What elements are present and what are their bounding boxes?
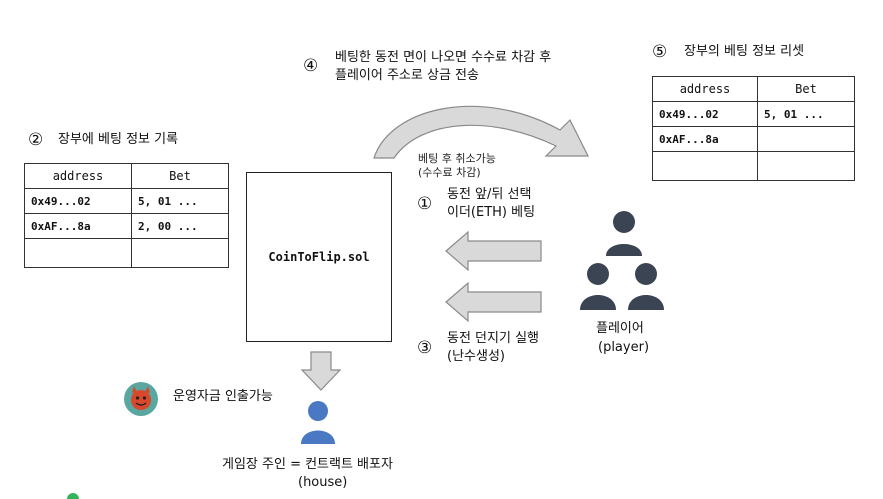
cancel-note-line1: 베팅 후 취소가능	[418, 152, 496, 165]
ledger-right-cell	[652, 151, 758, 181]
step5-number: ⑤	[652, 42, 668, 62]
table-row: 0x49...02 5, 01 ...	[24, 188, 229, 214]
step2-text: 장부에 베팅 정보 기록	[58, 132, 179, 147]
house-note: 운영자금 인출가능	[173, 389, 273, 404]
ledger-left-cell: 2, 00 ...	[131, 213, 229, 239]
ledger-left-cell: 0x49...02	[24, 188, 132, 214]
step4-line1: 베팅한 동전 면이 나오면 수수료 차감 후	[335, 50, 552, 65]
ledger-right-header-bet: Bet	[757, 76, 855, 102]
step3-line1: 동전 던지기 실행	[447, 331, 539, 346]
table-row: 0x49...02 5, 01 ...	[652, 101, 855, 127]
ledger-right-cell	[757, 151, 855, 181]
ledger-left-cell: 0xAF...8a	[24, 213, 132, 239]
step1-line2: 이더(ETH) 베팅	[447, 205, 536, 220]
table-row	[652, 151, 855, 181]
step1-number: ①	[417, 194, 433, 214]
ledger-left-table: address Bet 0x49...02 5, 01 ... 0xAF...8…	[24, 163, 229, 268]
step2-number: ②	[28, 130, 44, 150]
step3-number: ③	[417, 338, 433, 358]
player-label: 플레이어	[596, 321, 644, 336]
step5-text: 장부의 베팅 정보 리셋	[684, 44, 805, 59]
curved-payout-arrow	[373, 105, 589, 159]
contract-box: CoinToFlip.sol	[246, 172, 392, 342]
table-row	[24, 238, 229, 268]
devil-icon	[124, 382, 158, 416]
house-person-icon	[301, 401, 335, 444]
ledger-right-table: address Bet 0x49...02 5, 01 ... 0xAF...8…	[652, 76, 855, 181]
step3-line2: (난수생성)	[447, 349, 505, 364]
house-label: 게임장 주인 = 컨트랙트 배포자	[222, 457, 393, 472]
ledger-left-header-address: address	[24, 163, 132, 189]
step4-number: ④	[303, 56, 319, 76]
cancel-note-line2: (수수료 차감)	[418, 166, 481, 179]
ledger-left-cell	[131, 238, 229, 268]
withdraw-arrow-down	[300, 351, 342, 391]
ledger-right-cell: 0xAF...8a	[652, 126, 758, 152]
ledger-right-cell: 0x49...02	[652, 101, 758, 127]
table-row: 0xAF...8a	[652, 126, 855, 152]
contract-name: CoinToFlip.sol	[268, 250, 370, 264]
table-row: 0xAF...8a 2, 00 ...	[24, 213, 229, 239]
ledger-left-header-bet: Bet	[131, 163, 229, 189]
ledger-right-cell: 5, 01 ...	[757, 101, 855, 127]
player-sublabel: (player)	[598, 340, 650, 355]
ledger-left-cell: 5, 01 ...	[131, 188, 229, 214]
flip-arrow-left	[445, 281, 542, 323]
bet-arrow-left	[445, 230, 542, 272]
green-dot-icon	[67, 493, 79, 499]
step4-line2: 플레이어 주소로 상금 전송	[335, 68, 479, 83]
step1-line1: 동전 앞/뒤 선택	[447, 187, 532, 202]
ledger-right-cell	[757, 126, 855, 152]
house-sublabel: (house)	[298, 475, 348, 490]
ledger-left-cell	[24, 238, 132, 268]
ledger-right-header-address: address	[652, 76, 758, 102]
players-group-icon	[580, 211, 664, 310]
